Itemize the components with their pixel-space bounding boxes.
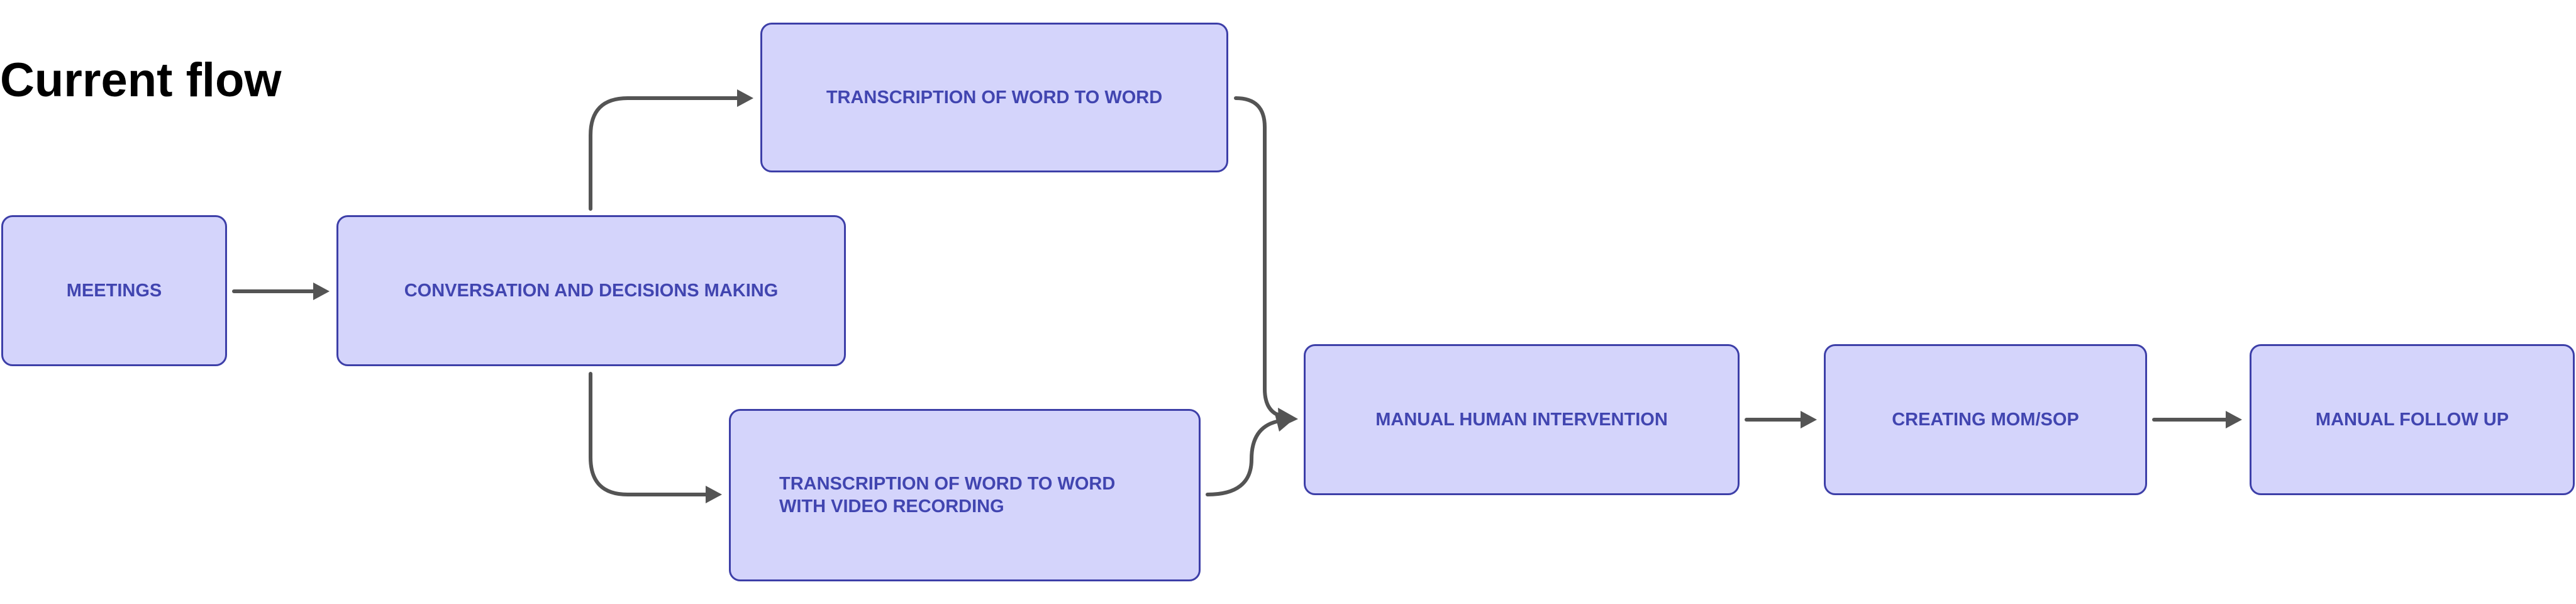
page-title: Current flow — [0, 53, 282, 107]
node-manual-human-intervention: MANUAL HUMAN INTERVENTION — [1304, 344, 1740, 495]
arrow-manual-intervention-to-creating-mom — [1745, 411, 1817, 428]
node-meetings: MEETINGS — [1, 215, 227, 366]
arrow-meetings-to-conversation — [232, 282, 330, 300]
node-transcription: TRANSCRIPTION OF WORD TO WORD — [760, 23, 1228, 172]
node-label: TRANSCRIPTION OF WORD TO WORD WITH VIDEO… — [779, 474, 1116, 517]
node-label: MEETINGS — [66, 281, 162, 301]
node-label: MANUAL HUMAN INTERVENTION — [1375, 410, 1668, 430]
node-label: MANUAL FOLLOW UP — [2315, 410, 2509, 430]
node-manual-follow-up: MANUAL FOLLOW UP — [2250, 344, 2575, 495]
arrow-transcription-to-manual-intervention — [1234, 96, 1298, 428]
arrow-conversation-to-transcription-video — [589, 372, 722, 503]
arrow-conversation-to-transcription — [589, 89, 753, 211]
node-creating-mom-sop: CREATING MOM/SOP — [1824, 344, 2147, 495]
arrow-creating-mom-to-follow-up — [2152, 411, 2242, 428]
arrow-transcription-video-to-manual-intervention — [1206, 411, 1296, 496]
node-label: TRANSCRIPTION OF WORD TO WORD — [826, 87, 1163, 108]
node-conversation-and-decisions: CONVERSATION AND DECISIONS MAKING — [336, 215, 846, 366]
node-label: CONVERSATION AND DECISIONS MAKING — [404, 281, 779, 301]
node-label: CREATING MOM/SOP — [1892, 410, 2079, 430]
node-transcription-video: TRANSCRIPTION OF WORD TO WORD WITH VIDEO… — [729, 409, 1201, 581]
